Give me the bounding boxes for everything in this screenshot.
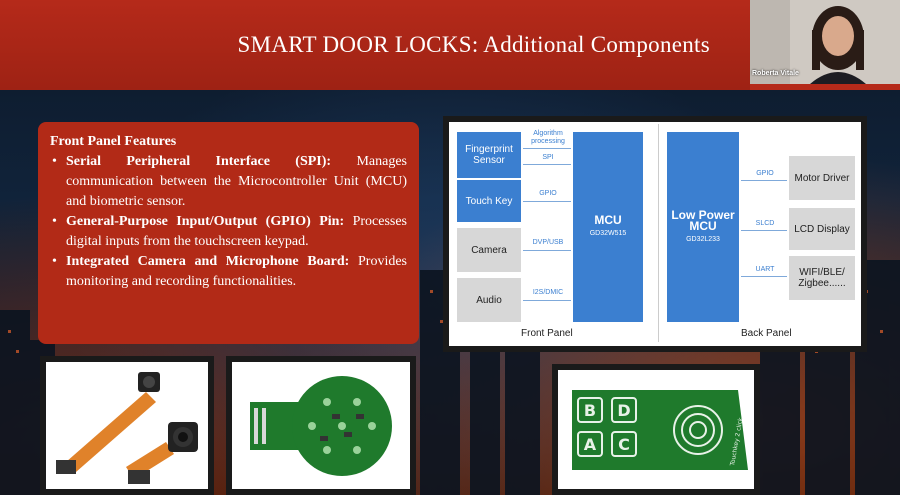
feature-desc: Processes digital inputs from the touchs…	[66, 214, 408, 249]
signal-i2s-dmic: I2S/DMIC	[532, 289, 564, 296]
arrow-fp-algo	[523, 148, 571, 149]
features-heading: Front Panel Features	[50, 134, 177, 149]
feature-item-spi: Serial Peripheral Interface (SPI): Manag…	[50, 152, 407, 212]
pcb-board-photo	[226, 356, 416, 495]
feature-term: Serial Peripheral Interface (SPI):	[66, 154, 332, 169]
signal-gpio-back: GPIO	[756, 170, 774, 177]
lp-mcu-name: Low Power MCU	[671, 207, 735, 233]
block-camera: Camera	[457, 228, 521, 272]
touch-keypad-photo: B D A C Touchkey 2 click	[552, 364, 760, 495]
camera-module-icon	[46, 362, 208, 489]
feature-item-camera-mic: Integrated Camera and Microphone Board: …	[50, 252, 407, 292]
presenter-name: Roberta Vitale	[752, 70, 799, 77]
arrow-audio-i2s	[523, 300, 571, 301]
signal-uart: UART	[755, 266, 775, 273]
arrow-uart-wifi	[741, 276, 787, 277]
key-b-label: B	[584, 401, 596, 420]
arrow-slcd-lcd	[741, 230, 787, 231]
key-d-label: D	[617, 401, 630, 420]
signal-slcd: SLCD	[755, 220, 775, 227]
presenter-avatar	[750, 0, 900, 84]
feature-term: General-Purpose Input/Output (GPIO) Pin:	[66, 214, 345, 229]
block-fingerprint-sensor: Fingerprint Sensor	[457, 132, 521, 178]
signal-algorithm-processing: Algorithm processing	[531, 130, 565, 145]
block-wifi-ble-zigbee: WIFI/BLE/ Zigbee......	[789, 256, 855, 300]
block-diagram-canvas: Fingerprint Sensor Touch Key Camera Audi…	[449, 122, 861, 346]
title-bar: SMART DOOR LOCKS: Additional Components	[0, 0, 750, 90]
back-panel-label: Back Panel	[741, 328, 792, 339]
slide-title: SMART DOOR LOCKS: Additional Components	[237, 32, 710, 57]
feature-desc: Provides monitoring and recording functi…	[66, 254, 408, 289]
block-mcu: MCU GD32W515	[573, 132, 643, 322]
feature-item-gpio: General-Purpose Input/Output (GPIO) Pin:…	[50, 212, 407, 252]
arrow-fp-spi	[523, 164, 571, 165]
front-panel-label: Front Panel	[521, 328, 573, 339]
block-motor-driver: Motor Driver	[789, 156, 855, 200]
mcu-name: MCU	[594, 213, 622, 227]
feature-term: Integrated Camera and Microphone Board:	[66, 254, 350, 269]
touch-keypad-icon: B D A C Touchkey 2 click	[558, 370, 754, 489]
panel-divider	[658, 124, 659, 342]
camera-module-photo	[40, 356, 214, 495]
arrow-gpio-motor	[741, 180, 787, 181]
front-panel-features-box: Front Panel Features Serial Peripheral I…	[38, 122, 419, 344]
block-audio: Audio	[457, 278, 521, 322]
feature-desc: Manages communication between the Microc…	[66, 154, 407, 209]
presenter-video-thumbnail[interactable]: Roberta Vitale	[750, 0, 900, 84]
key-a-label: A	[584, 435, 597, 454]
signal-spi: SPI	[542, 154, 554, 161]
signal-dvp-usb: DVP/USB	[532, 239, 564, 246]
signal-gpio-front: GPIO	[539, 190, 557, 197]
pcb-board-icon	[232, 362, 410, 489]
lp-mcu-part: GD32L233	[686, 235, 720, 243]
block-diagram: Fingerprint Sensor Touch Key Camera Audi…	[443, 116, 867, 352]
webcam-divider	[750, 84, 900, 90]
block-touch-key: Touch Key	[457, 180, 521, 222]
arrow-touch-gpio	[523, 201, 571, 202]
arrow-camera-dvp	[523, 250, 571, 251]
key-c-label: C	[618, 435, 630, 454]
block-lcd-display: LCD Display	[789, 208, 855, 250]
mcu-part: GD32W515	[589, 230, 627, 237]
block-low-power-mcu: Low Power MCU GD32L233	[667, 132, 739, 322]
